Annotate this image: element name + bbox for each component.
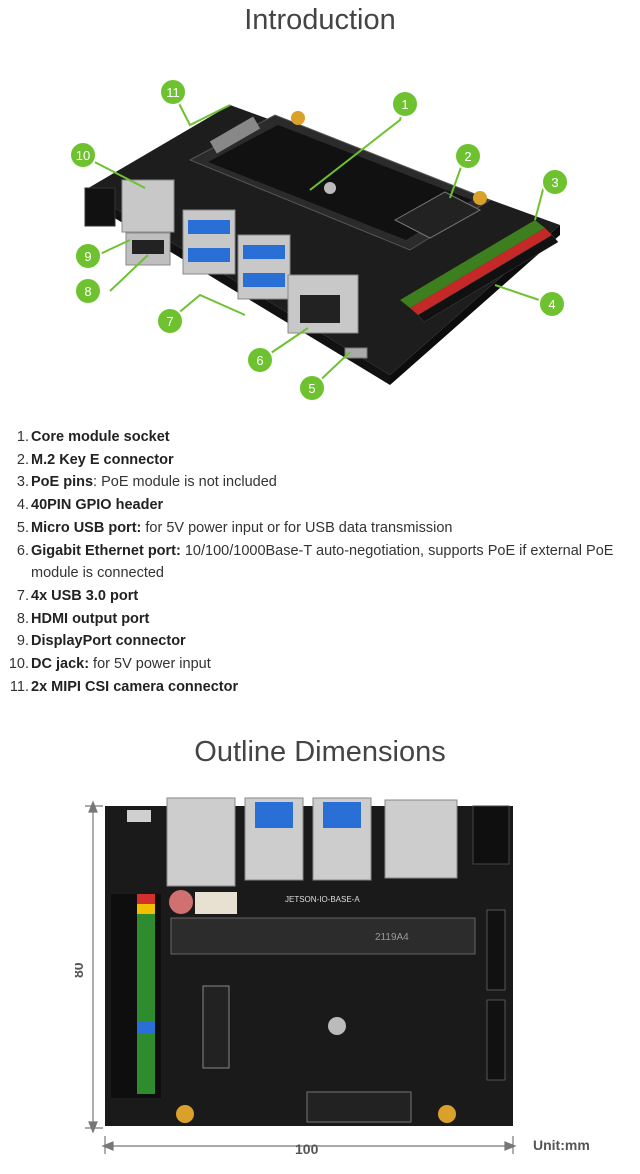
outline-dimensions-title: Outline Dimensions — [194, 736, 446, 768]
callout-6 — [246, 346, 274, 374]
standoff-1 — [176, 1105, 194, 1123]
callout-label-10: 10 — [76, 148, 90, 163]
feature-item: 11.2x MIPI CSI camera connector — [9, 678, 239, 695]
width-dimension — [101, 1136, 517, 1154]
callout-5 — [298, 374, 326, 402]
fan-header — [195, 892, 237, 914]
callout-label-7: 7 — [166, 314, 173, 329]
feature-item: 5.Micro USB port: for 5V power input or … — [16, 519, 453, 536]
csi-camera-connector-1 — [486, 909, 506, 991]
feature-label: 40PIN GPIO header — [31, 497, 164, 514]
callout-7 — [156, 307, 184, 335]
callout-9 — [74, 242, 102, 270]
capacitor — [169, 890, 193, 914]
usb3-ports — [244, 797, 372, 881]
gpio-header — [400, 220, 559, 323]
feature-label: PoE pins — [31, 474, 94, 491]
board-outline-diagram: 80 2119A4 JETSON-IO-BASE-A — [75, 797, 590, 1157]
socket-code: 2119A4 — [375, 932, 409, 943]
feature-label: HDMI output port — [31, 610, 150, 627]
m2-connector — [202, 985, 230, 1069]
width-dimension-label: 100 — [295, 1141, 319, 1157]
feature-label: DisplayPort connector — [31, 633, 186, 650]
csi-camera-connector — [209, 116, 261, 154]
callout-3 — [541, 168, 569, 196]
standoff-1 — [291, 111, 305, 125]
feature-desc: for 5V power input — [89, 656, 211, 673]
feature-label: 2x MIPI CSI camera connector — [31, 678, 239, 695]
callout-label-11: 11 — [166, 85, 180, 100]
feature-label: DC jack: — [31, 656, 90, 673]
core-module-socket — [170, 917, 476, 955]
feature-item: 9.DisplayPort connector — [16, 633, 186, 650]
height-dimension — [85, 800, 103, 1134]
unit-label: Unit:mm — [533, 1137, 590, 1153]
feature-desc: for 5V power input or for USB data trans… — [141, 519, 453, 536]
feature-label: Micro USB port: — [31, 519, 142, 536]
introduction-title: Introduction — [244, 4, 396, 36]
feature-item: 1.Core module socket — [16, 429, 170, 445]
board-perspective-diagram: 1 2 3 4 5 6 7 8 9 10 11 — [69, 78, 569, 402]
feature-item: 2.M.2 Key E connector — [16, 451, 174, 468]
hdmi-displayport-stack — [384, 799, 458, 879]
mount-screw — [324, 182, 336, 194]
micro-usb-port — [344, 347, 368, 359]
callout-label-8: 8 — [84, 284, 91, 299]
feature-list: 1.Core module socket 2.M.2 Key E connect… — [0, 426, 625, 698]
callout-10 — [69, 141, 97, 169]
feature-label: Gigabit Ethernet port: — [31, 542, 181, 559]
gpio-header — [111, 894, 161, 1098]
callout-label-4: 4 — [548, 297, 555, 312]
callout-11 — [159, 78, 187, 106]
m2-connector — [393, 191, 482, 239]
mount-screw — [328, 1017, 346, 1035]
feature-label: 4x USB 3.0 port — [31, 587, 139, 604]
board-name: JETSON-IO-BASE-A — [285, 895, 360, 904]
usb3-ports — [182, 209, 291, 300]
callout-8 — [74, 277, 102, 305]
feature-desc: : PoE module is not included — [93, 474, 277, 491]
feature-item: 10.DC jack: for 5V power input — [8, 656, 211, 673]
callout-label-3: 3 — [551, 175, 558, 190]
callout-1 — [391, 90, 419, 118]
callout-label-5: 5 — [308, 381, 315, 396]
csi-camera-connector-2 — [486, 999, 506, 1081]
dc-jack — [84, 187, 116, 227]
callout-label-2: 2 — [464, 149, 471, 164]
feature-label: Core module socket — [31, 429, 170, 445]
height-dimension-label: 80 — [75, 962, 86, 978]
callout-2 — [454, 142, 482, 170]
dc-jack — [472, 805, 510, 865]
poe-pins — [306, 1091, 412, 1123]
feature-desc: 10/100/1000Base-T auto-negotiation, supp… — [31, 542, 614, 582]
callout-label-6: 6 — [256, 353, 263, 368]
feature-item: 6.Gigabit Ethernet port: 10/100/1000Base… — [16, 542, 614, 582]
feature-item: 8.HDMI output port — [16, 610, 150, 627]
feature-item: 7.4x USB 3.0 port — [16, 587, 139, 604]
standoff-2 — [438, 1105, 456, 1123]
feature-item: 3.PoE pins: PoE module is not included — [16, 474, 277, 491]
callouts — [69, 78, 569, 402]
displayport-connector — [121, 179, 175, 233]
feature-item: 4.40PIN GPIO header — [16, 497, 164, 514]
callout-4 — [538, 290, 566, 318]
ethernet-port — [166, 797, 236, 887]
callout-label-9: 9 — [84, 249, 91, 264]
feature-label: M.2 Key E connector — [31, 451, 174, 468]
micro-usb-port — [127, 810, 151, 822]
standoff-2 — [473, 191, 487, 205]
callout-label-1: 1 — [401, 97, 408, 112]
core-module-socket-slot — [208, 125, 472, 240]
